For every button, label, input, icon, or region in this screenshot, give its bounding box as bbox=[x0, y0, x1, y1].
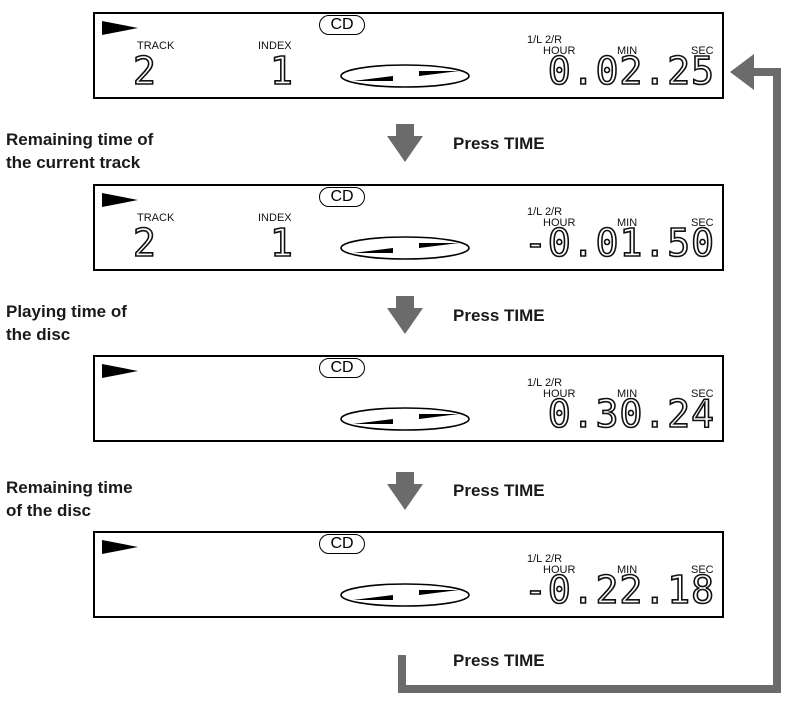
sec-label: SEC bbox=[691, 217, 714, 229]
min-label: MIN bbox=[617, 217, 638, 229]
press-time-label: Press TIME bbox=[453, 651, 545, 670]
caption-playing-disc: Playing time of the disc bbox=[6, 302, 127, 344]
track-label: TRACK bbox=[137, 212, 175, 224]
play-triangle-icon bbox=[102, 540, 138, 554]
time-readout: -0.01.50 bbox=[523, 221, 715, 265]
time-readout: 0.02.25 bbox=[547, 49, 715, 93]
time-readout: 0.30.24 bbox=[547, 392, 715, 436]
index-label: INDEX bbox=[258, 40, 292, 52]
play-triangle-icon bbox=[102, 21, 138, 35]
track-label: TRACK bbox=[137, 40, 175, 52]
display-panel-2: TRACK INDEX CD 1/L 2/R HOUR MIN SEC 2 1 … bbox=[93, 184, 724, 271]
channel-label: 1/L 2/R bbox=[527, 377, 563, 389]
hour-label: HOUR bbox=[543, 217, 576, 229]
display-panel-4: CD 1/L 2/R HOUR MIN SEC -0.22.18 bbox=[93, 531, 724, 618]
channel-label: 1/L 2/R bbox=[527, 34, 563, 46]
min-label: MIN bbox=[617, 45, 638, 57]
down-arrow-icon bbox=[387, 296, 423, 334]
hour-label: HOUR bbox=[543, 564, 576, 576]
loop-arrowhead-icon bbox=[730, 54, 754, 90]
caption-remaining-track: Remaining time of the current track bbox=[6, 130, 154, 172]
track-number: 2 bbox=[132, 49, 157, 93]
disc-icon bbox=[340, 64, 470, 88]
press-time-label: Press TIME bbox=[453, 481, 545, 500]
channel-label: 1/L 2/R bbox=[527, 553, 563, 565]
press-time-label: Press TIME bbox=[453, 306, 545, 325]
index-number: 1 bbox=[269, 49, 294, 93]
min-label: MIN bbox=[617, 388, 638, 400]
play-triangle-icon bbox=[102, 193, 138, 207]
track-number: 2 bbox=[132, 221, 157, 265]
caption-remaining-disc: Remaining time of the disc bbox=[6, 478, 133, 520]
disc-icon bbox=[340, 236, 470, 260]
display-panel-3: CD 1/L 2/R HOUR MIN SEC 0.30.24 bbox=[93, 355, 724, 442]
cd-badge: CD bbox=[319, 358, 365, 378]
hour-label: HOUR bbox=[543, 45, 576, 57]
channel-label: 1/L 2/R bbox=[527, 206, 563, 218]
display-panel-1: TRACK INDEX CD 1/L 2/R HOUR MIN SEC 2 1 … bbox=[93, 12, 724, 99]
down-arrow-icon bbox=[387, 124, 423, 162]
sec-label: SEC bbox=[691, 45, 714, 57]
disc-icon bbox=[340, 407, 470, 431]
hour-label: HOUR bbox=[543, 388, 576, 400]
index-number: 1 bbox=[269, 221, 294, 265]
disc-icon bbox=[340, 583, 470, 607]
down-arrow-icon bbox=[387, 472, 423, 510]
cd-badge: CD bbox=[319, 534, 365, 554]
play-triangle-icon bbox=[102, 364, 138, 378]
cd-badge: CD bbox=[319, 187, 365, 207]
index-label: INDEX bbox=[258, 212, 292, 224]
sec-label: SEC bbox=[691, 564, 714, 576]
time-readout: -0.22.18 bbox=[523, 568, 715, 612]
min-label: MIN bbox=[617, 564, 638, 576]
sec-label: SEC bbox=[691, 388, 714, 400]
press-time-label: Press TIME bbox=[453, 134, 545, 153]
cd-badge: CD bbox=[319, 15, 365, 35]
